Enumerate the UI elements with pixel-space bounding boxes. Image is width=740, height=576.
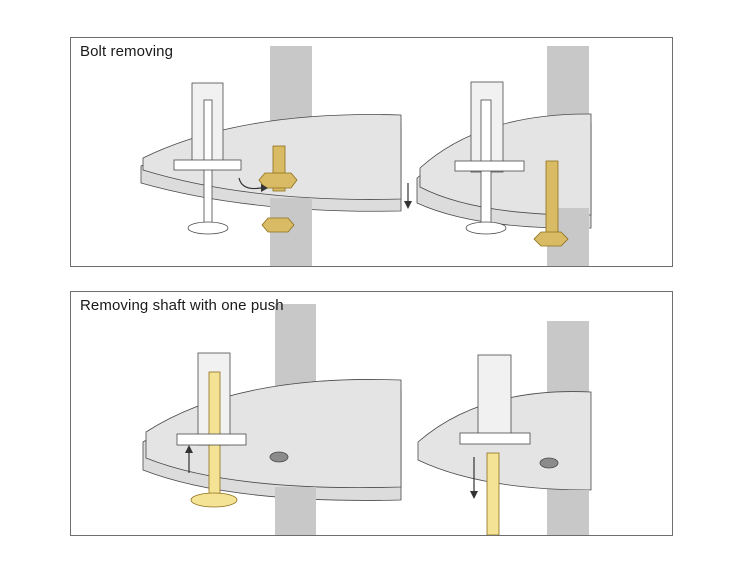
left-step-group xyxy=(142,304,402,535)
right-step-group xyxy=(404,46,592,266)
up-arrowhead xyxy=(185,445,193,453)
down-arrowhead xyxy=(470,491,478,499)
panel-title: Removing shaft with one push xyxy=(80,297,284,314)
bolt-thread xyxy=(545,160,559,234)
upper-nut xyxy=(258,172,298,189)
rotate-arrowhead xyxy=(261,184,268,192)
clamp-tube xyxy=(477,354,512,442)
shaft-foot xyxy=(465,221,507,235)
right-step-group xyxy=(417,321,592,535)
panel-title: Bolt removing xyxy=(80,43,174,60)
lower-nut xyxy=(261,217,295,233)
down-arrowhead xyxy=(404,201,412,209)
removing-shaft-panel: Removing shaft with one push xyxy=(70,291,673,536)
left-step-group xyxy=(140,46,402,266)
bolt-removing-illustration xyxy=(140,46,592,266)
clamp-base-plate xyxy=(454,160,525,172)
clamp-base-plate xyxy=(459,432,531,445)
bolt-head xyxy=(533,231,569,247)
bolt-removing-panel: Bolt removing xyxy=(70,37,673,267)
clamp-base-plate xyxy=(173,159,242,171)
bolt-hole xyxy=(269,451,289,463)
pole-front xyxy=(547,490,589,535)
bolt-hole xyxy=(539,457,559,469)
rotate-arrow xyxy=(238,177,262,190)
shaft-foot xyxy=(187,221,229,235)
shaft-foot xyxy=(190,492,238,508)
removing-shaft-illustration xyxy=(142,304,592,535)
removed-shaft xyxy=(486,452,500,535)
clamp-base-plate xyxy=(176,433,247,446)
pole-front xyxy=(275,487,316,535)
